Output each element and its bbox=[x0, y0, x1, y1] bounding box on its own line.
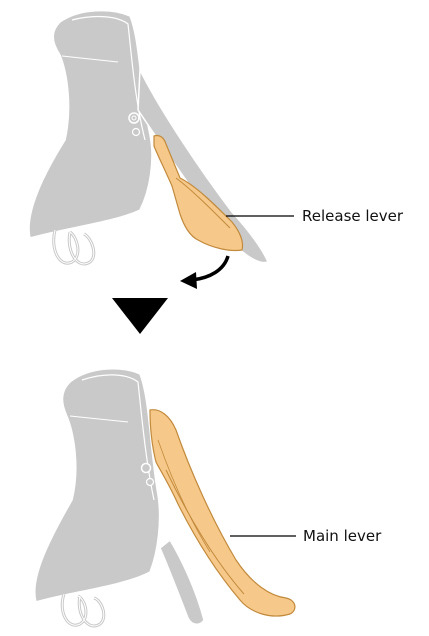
bottom-pivot-bolt-2 bbox=[147, 479, 154, 486]
top-illustration: Release lever bbox=[29, 11, 404, 289]
top-pivot-bolt bbox=[129, 113, 139, 123]
main-lever-label: Main lever bbox=[303, 527, 382, 545]
bottom-illustration: Main lever bbox=[35, 369, 382, 626]
bottom-pivot-bolt bbox=[142, 464, 151, 473]
main-lever bbox=[150, 410, 295, 616]
curved-arrow-icon bbox=[180, 256, 228, 289]
release-lever bbox=[154, 135, 243, 250]
top-pivot-bolt-2 bbox=[133, 129, 140, 136]
down-triangle-icon bbox=[112, 298, 168, 334]
bottom-shift-lever bbox=[160, 540, 204, 624]
top-bracket-hood bbox=[29, 11, 152, 238]
release-lever-label: Release lever bbox=[302, 207, 404, 225]
